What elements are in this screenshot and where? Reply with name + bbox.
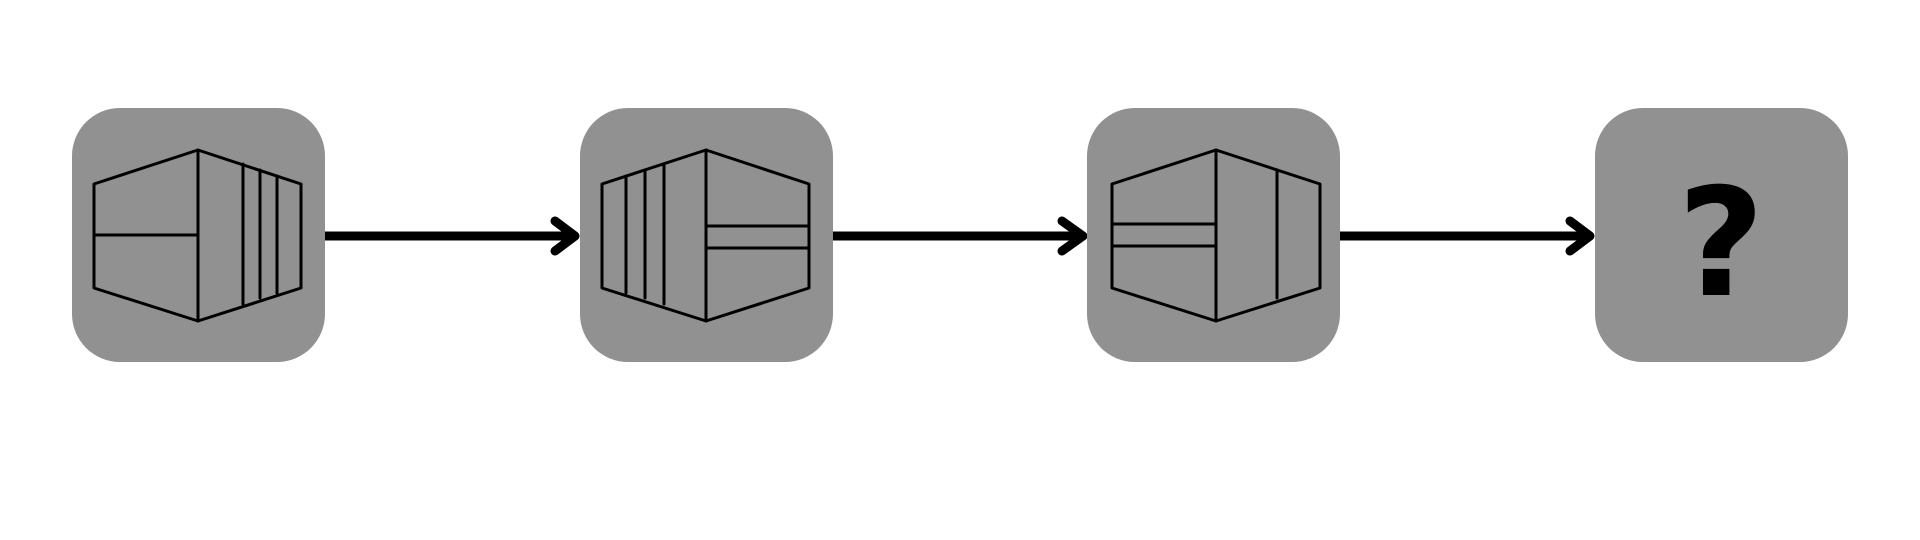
tile-step-4: ?	[1595, 108, 1848, 362]
tile-step-3	[1087, 108, 1340, 362]
hexagon-glyph-step-3	[1110, 148, 1322, 323]
question-mark-label: ?	[1677, 157, 1764, 331]
arrow-1	[325, 216, 580, 256]
arrow-3	[1340, 216, 1595, 256]
tile-step-2	[580, 108, 833, 362]
hexagon-glyph-step-1	[92, 148, 303, 323]
tile-step-1	[72, 108, 325, 362]
hexagon-glyph-step-2	[600, 148, 811, 323]
arrow-2	[832, 216, 1088, 256]
